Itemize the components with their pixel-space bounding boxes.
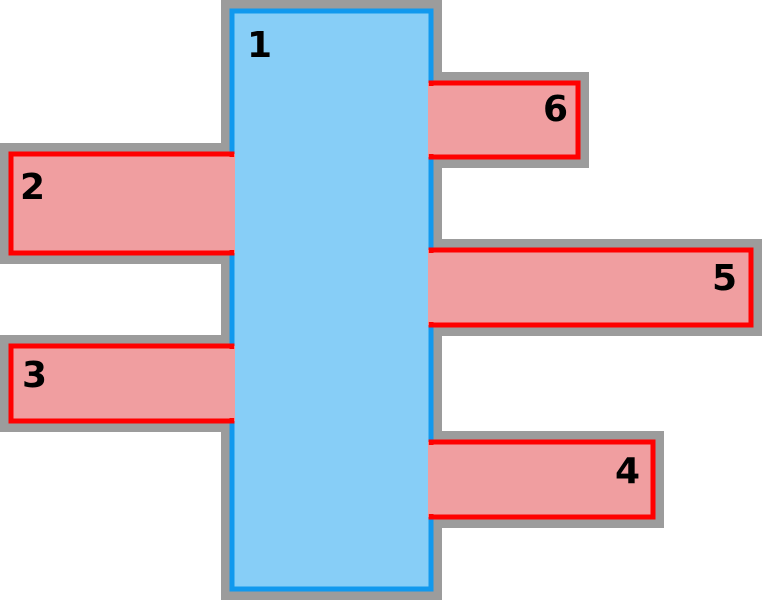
attach-cover-4 [428,445,434,514]
attach-cover-6 [428,86,434,154]
branch-label-4: 4 [615,451,640,492]
branch-box-5 [428,247,754,328]
attach-cover-5 [428,253,434,322]
branch-label-5: 5 [712,258,737,299]
branch-label-2: 2 [20,167,45,208]
branch-box-4 [428,439,656,520]
attach-cover-3 [229,349,235,418]
attach-covers [229,86,434,514]
branch-box-2 [8,151,235,256]
branch-label-3: 3 [22,355,47,396]
branch-box-3 [8,343,235,424]
main-box [229,8,434,592]
attach-cover-2 [229,157,235,250]
main-box-label: 1 [247,25,272,66]
branch-label-6: 6 [543,89,568,130]
